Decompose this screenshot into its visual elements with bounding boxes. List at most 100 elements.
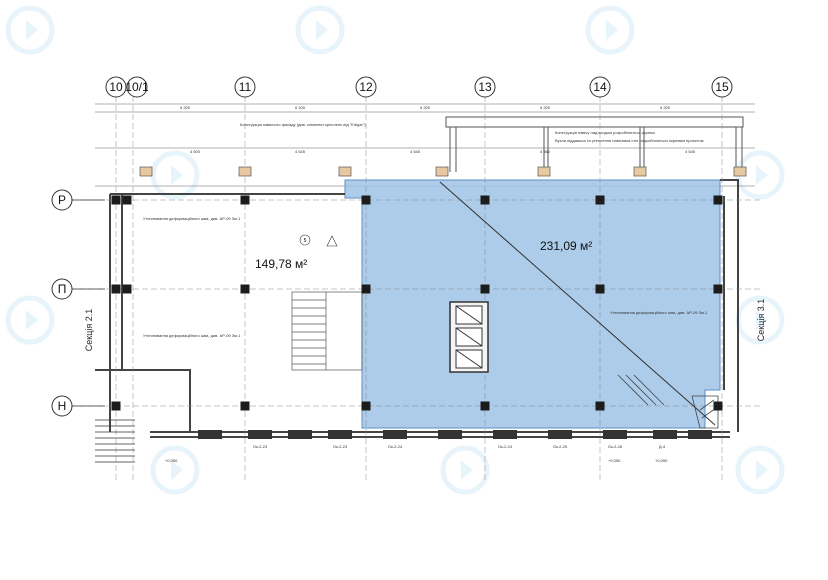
dimension-text: 6 200 xyxy=(180,105,191,110)
dimension-text: 6 200 xyxy=(295,105,306,110)
dimension-text: 4 500 xyxy=(190,149,201,154)
window-label: Ок-2-25 xyxy=(553,444,568,449)
dimension-text: 4 545 xyxy=(410,149,421,154)
axis-bubble-ax-10: 10 xyxy=(105,76,127,98)
watermark-logo xyxy=(585,5,635,55)
top-dimension-chain xyxy=(95,103,755,187)
watermark-logo xyxy=(440,445,490,495)
staircase-entrance xyxy=(95,419,135,463)
column xyxy=(240,195,250,205)
window-mark xyxy=(383,430,407,439)
staircase-right xyxy=(617,374,719,429)
window-mark xyxy=(548,430,572,439)
watermark-logo xyxy=(150,445,200,495)
window-label: Ок-2-24 xyxy=(388,444,403,449)
note-canopy-2: Вузли піддашшя та утеплення навісника ст… xyxy=(555,138,704,143)
axis-label: 15 xyxy=(715,80,729,94)
column xyxy=(595,195,605,205)
axis-label: 10 xyxy=(109,80,123,94)
axis-label: 14 xyxy=(593,80,607,94)
note-facade: Конструкція навісного фасаду (див. компл… xyxy=(240,122,366,127)
rooftop-unit xyxy=(733,166,747,177)
column xyxy=(480,195,490,205)
window-label: Ок-2-26 xyxy=(608,444,623,449)
dimension-text: 6 200 xyxy=(660,105,671,110)
axis-bubble-ax-n: Н xyxy=(51,395,105,417)
axis-bubble-ax-15: 15 xyxy=(711,76,733,98)
note-deform-1: Утеплювання деформаційного шва, див. АР-… xyxy=(143,216,241,221)
warning-triangle xyxy=(326,235,338,247)
column xyxy=(240,401,250,411)
dimension-text: 4 545 xyxy=(295,149,306,154)
level-label: +0,050 xyxy=(165,458,178,463)
watermark-layer xyxy=(5,5,785,495)
axis-bubbles-left: Р П Н xyxy=(51,189,105,417)
axis-label: Н xyxy=(58,399,67,413)
note-deform-2: Утеплювання деформаційного шва, див. АР-… xyxy=(143,333,241,338)
rooftop-unit xyxy=(338,166,352,177)
column xyxy=(111,195,121,205)
window-mark xyxy=(653,430,677,439)
window-mark xyxy=(248,430,272,439)
dimension-text: 6 200 xyxy=(540,105,551,110)
window-label: Ок-2-24 xyxy=(498,444,513,449)
watermark-logo xyxy=(5,295,55,345)
dimension-text: 4 560 xyxy=(540,149,551,154)
window-mark xyxy=(603,430,627,439)
column xyxy=(480,401,490,411)
axis-label: Р xyxy=(58,193,66,207)
note-deform-3: Утеплювання деформаційного шва, див. АР-… xyxy=(610,310,708,315)
section-right-label: Секція 3.1 xyxy=(756,299,766,341)
column xyxy=(713,195,723,205)
axis-bubble-ax-14: 14 xyxy=(589,76,611,98)
window-marks: Ок-2-23 Ок-2-23 Ок-2-24 Ок-2-24 Ок-2-25 Ок-2-… xyxy=(165,430,712,463)
axis-label: 10/1 xyxy=(125,80,149,94)
axis-bubble-ax-12: 12 xyxy=(355,76,377,98)
axis-bubble-ax-r: Р xyxy=(51,189,105,211)
room-left-number: 5 xyxy=(304,238,307,244)
column xyxy=(361,195,371,205)
column xyxy=(111,284,121,294)
axis-bubble-ax-10-1: 10/1 xyxy=(125,76,149,98)
column xyxy=(361,401,371,411)
window-mark xyxy=(198,430,222,439)
axis-bubble-ax-13: 13 xyxy=(474,76,496,98)
window-label: Ок-2-23 xyxy=(253,444,268,449)
room-right-area[interactable] xyxy=(344,179,721,429)
staircase-left xyxy=(291,291,363,371)
note-canopy-1: Конструкція навісу над входом розробляєт… xyxy=(555,130,656,135)
window-mark xyxy=(288,430,312,439)
canopy-structure xyxy=(445,116,744,172)
window-mark xyxy=(493,430,517,439)
column xyxy=(122,284,132,294)
dimension-text: 4 545 xyxy=(685,149,696,154)
column xyxy=(595,284,605,294)
column xyxy=(480,284,490,294)
column xyxy=(111,401,121,411)
window-mark xyxy=(688,430,712,439)
column xyxy=(595,401,605,411)
column xyxy=(361,284,371,294)
diagonal-line xyxy=(439,181,716,426)
window-mark xyxy=(328,430,352,439)
dimension-texts: 6 200 6 200 6 200 6 200 6 200 4 500 4 545 4 545… xyxy=(180,105,696,154)
window-mark xyxy=(438,430,462,439)
axis-label: П xyxy=(58,282,67,296)
column xyxy=(240,284,250,294)
level-label: +0,050 xyxy=(608,458,621,463)
watermark-logo xyxy=(295,5,345,55)
rooftop-unit xyxy=(435,166,449,177)
rooftop-unit xyxy=(238,166,252,177)
room-left-number-circle xyxy=(299,234,311,246)
dimension-text: 6 200 xyxy=(420,105,431,110)
axis-label: 11 xyxy=(239,80,252,94)
rooftop-unit xyxy=(139,166,153,177)
rooftop-units xyxy=(139,166,747,177)
level-label: +0,050 xyxy=(655,458,668,463)
watermark-logo xyxy=(150,150,200,200)
window-label: Ок-2-23 xyxy=(333,444,348,449)
room-right-area-label: 231,09 м² xyxy=(540,239,592,253)
window-label: Д-4 xyxy=(659,444,666,449)
